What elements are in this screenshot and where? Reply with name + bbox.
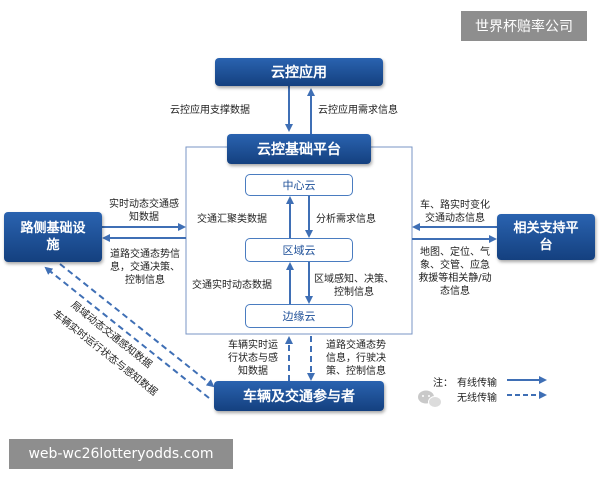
center-cloud-label: 中心云 <box>282 179 316 192</box>
label-map-info-line3: 救援等相关静/动 <box>418 273 492 284</box>
wechat-icon <box>418 390 442 408</box>
label-vehicle-run-up-line3: 知数据 <box>238 366 268 377</box>
roadside-label-line1: 路侧基础设 <box>20 221 86 236</box>
region-cloud-node: 区域云 <box>245 238 353 262</box>
label-car-road-change-line1: 车、路实时变化 <box>420 200 490 211</box>
edge-cloud-label: 边缘云 <box>282 310 316 323</box>
label-analysis-demand: 分析需求信息 <box>316 214 376 225</box>
label-vehicle-run-up-line2: 行状态与感 <box>228 353 278 364</box>
label-car-road-change-line2: 交通动态信息 <box>425 213 485 224</box>
edge-cloud-node: 边缘云 <box>245 304 353 328</box>
legend-wireless-label: 无线传输 <box>457 393 497 404</box>
label-road-situation-down-line1: 道路交通态势 <box>326 340 386 351</box>
label-road-situation-left-line2: 息，交通决策、 <box>110 262 180 273</box>
vehicle-label: 车辆及交通参与者 <box>243 389 355 405</box>
support-label-line1: 相关支持平 <box>513 221 579 236</box>
center-cloud-node: 中心云 <box>245 174 353 196</box>
arrow-roadside-to-vehicle <box>59 263 215 388</box>
support-label-line2: 台 <box>539 238 553 253</box>
label-road-situation-down: 道路交通态势 信息，行驶决 策、控制信息 <box>318 339 394 378</box>
legend-title: 注： <box>433 378 453 389</box>
cloud-platform-node: 云控基础平台 <box>227 134 371 164</box>
vehicle-node: 车辆及交通参与者 <box>214 381 384 411</box>
label-road-situation-left-line1: 道路交通态势信 <box>110 249 180 260</box>
label-traffic-aggregate: 交通汇聚类数据 <box>197 214 267 225</box>
roadside-node: 路侧基础设 施 <box>4 212 102 262</box>
region-cloud-label: 区域云 <box>282 244 316 257</box>
label-app-demand-info: 云控应用需求信息 <box>318 105 398 116</box>
label-region-sense-line2: 控制信息 <box>334 287 374 298</box>
cloud-app-label: 云控应用 <box>271 65 327 81</box>
label-road-situation-down-line3: 策、控制信息 <box>326 366 386 377</box>
label-map-info-line4: 态信息 <box>440 286 470 297</box>
arrow-vehicle-to-roadside <box>44 266 210 399</box>
label-map-info: 地图、定位、气 象、交管、应急 救援等相关静/动 态信息 <box>412 246 498 298</box>
roadside-label-line2: 施 <box>46 238 60 253</box>
cloud-platform-label: 云控基础平台 <box>257 142 341 158</box>
label-car-road-change: 车、路实时变化 交通动态信息 <box>413 199 497 225</box>
label-traffic-realtime: 交通实时动态数据 <box>192 280 272 291</box>
watermark-top-right: 世界杯赔率公司 <box>461 11 587 41</box>
label-realtime-dynamic-left-line2: 知数据 <box>129 212 159 223</box>
label-road-situation-left: 道路交通态势信 息，交通决策、 控制信息 <box>103 248 187 287</box>
label-region-sense-line1: 区域感知、决策、 <box>314 274 394 285</box>
label-map-info-line2: 象、交管、应急 <box>420 260 490 271</box>
legend-wired-label: 有线传输 <box>457 378 497 389</box>
support-platform-node: 相关支持平 台 <box>497 214 595 260</box>
watermark-bottom-left: web-wc26lotteryodds.com <box>9 439 233 469</box>
label-road-situation-down-line2: 信息，行驶决 <box>326 353 386 364</box>
label-app-support-data: 云控应用支撑数据 <box>170 105 250 116</box>
cloud-app-node: 云控应用 <box>215 58 383 86</box>
label-map-info-line1: 地图、定位、气 <box>420 247 490 258</box>
label-realtime-dynamic-left: 实时动态交通感 知数据 <box>102 198 186 224</box>
label-vehicle-run-up: 车辆实时运 行状态与感 知数据 <box>222 339 284 378</box>
label-road-situation-left-line3: 控制信息 <box>125 275 165 286</box>
label-realtime-dynamic-left-line1: 实时动态交通感 <box>109 199 179 210</box>
label-vehicle-run-up-line1: 车辆实时运 <box>228 340 278 351</box>
label-region-sense: 区域感知、决策、 控制信息 <box>314 273 394 299</box>
